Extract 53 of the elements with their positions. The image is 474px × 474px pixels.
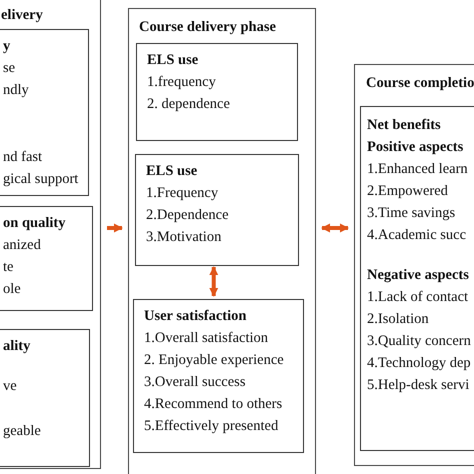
category-box	[136, 43, 298, 141]
list-item: 2.Empowered	[367, 183, 448, 200]
list-item: geable	[3, 423, 41, 440]
list-item: se	[3, 60, 16, 77]
heading: Course delivery phase	[139, 19, 276, 36]
arrow	[321, 224, 349, 232]
list-item: 3.Overall success	[144, 374, 246, 391]
list-item: 3.Motivation	[146, 229, 222, 246]
heading: on quality	[3, 215, 66, 232]
list-item: 3.Time savings	[367, 205, 456, 222]
heading: ELS use	[147, 52, 198, 69]
heading: ELS use	[146, 163, 198, 180]
list-item: 1.Lack of contact	[367, 289, 468, 306]
list-item: 1.Frequency	[146, 185, 218, 202]
category-box	[360, 106, 474, 451]
list-item: ole	[3, 281, 21, 298]
arrow	[107, 224, 123, 232]
list-item: ve	[3, 378, 17, 395]
heading: ality	[3, 338, 30, 355]
arrow	[209, 266, 218, 297]
list-item: 3.Quality concern	[367, 333, 471, 350]
heading: elivery	[1, 7, 43, 24]
heading: y	[3, 38, 10, 55]
list-item: te	[3, 259, 14, 276]
list-item: 5.Effectively presented	[144, 418, 278, 435]
list-item: anized	[3, 237, 41, 254]
list-item: 2. dependence	[147, 96, 230, 113]
category-box	[0, 329, 90, 467]
list-item: 4.Academic succ	[367, 227, 466, 244]
list-item: nd fast	[3, 149, 42, 166]
phase-panel	[0, 0, 101, 469]
category-box	[0, 206, 93, 311]
list-item: 2.Dependence	[146, 207, 229, 224]
category-box	[135, 154, 299, 266]
phase-panel	[354, 64, 474, 466]
heading: User satisfaction	[144, 308, 246, 325]
list-item: 1.Overall satisfaction	[144, 330, 268, 347]
heading: Positive aspects	[367, 139, 464, 156]
list-item: 1.frequency	[147, 74, 216, 91]
category-box	[133, 299, 304, 453]
heading: Course completio	[366, 75, 474, 92]
list-item: 4.Technology dep	[367, 355, 471, 372]
phase-panel	[128, 8, 316, 474]
list-item: 4.Recommend to others	[144, 396, 282, 413]
list-item: gical support	[3, 171, 78, 188]
category-box	[0, 29, 89, 196]
heading: Net benefits	[367, 117, 441, 134]
heading: Negative aspects	[367, 267, 469, 284]
list-item: 1.Enhanced learn	[367, 161, 468, 178]
list-item: 2.Isolation	[367, 311, 429, 328]
list-item: 5.Help-desk servi	[367, 377, 470, 394]
list-item: 2. Enjoyable experience	[144, 352, 284, 369]
list-item: ndly	[3, 82, 29, 99]
